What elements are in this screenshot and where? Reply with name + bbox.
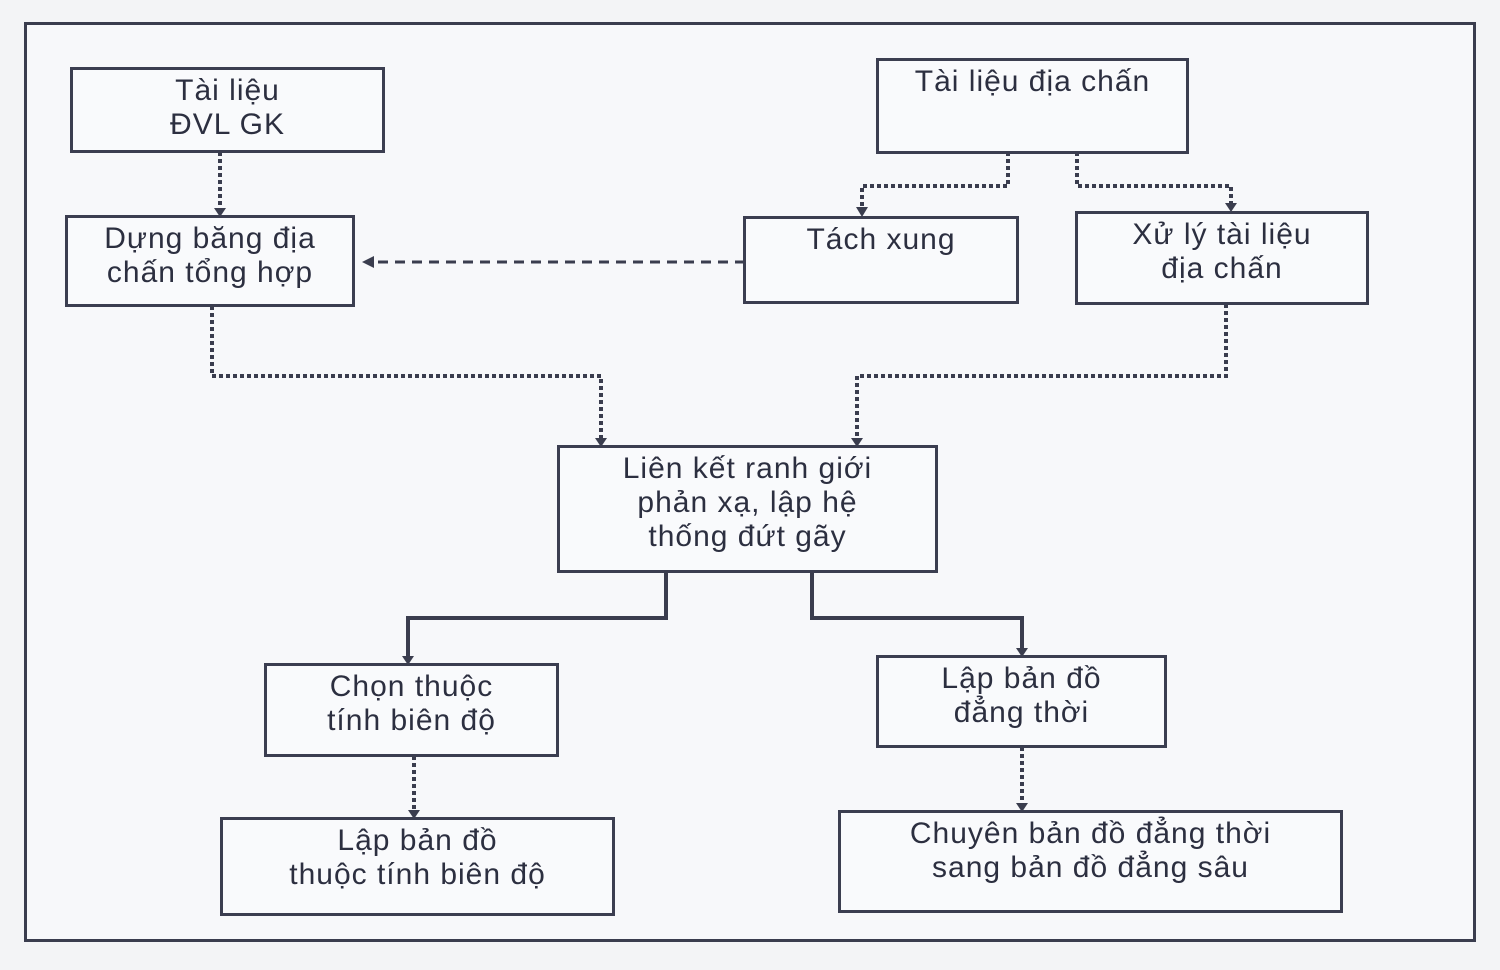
node-amplitude-map: Lập bản đồ thuộc tính biên độ	[220, 817, 615, 916]
node-text: đẳng thời	[953, 696, 1090, 729]
node-text: Liên kết ranh giới	[622, 452, 873, 485]
node-text: ĐVL GK	[170, 108, 285, 141]
node-text: Chọn thuộc	[329, 670, 494, 703]
node-text: Chuyên bản đồ đẳng thời	[909, 817, 1272, 850]
node-synthetic: Dựng băng địa chấn tổng hợp	[65, 215, 355, 307]
node-text: Tách xung	[806, 223, 956, 256]
node-text: địa chấn	[1161, 252, 1283, 285]
node-seismic: Tài liệu địa chấn	[876, 58, 1189, 154]
node-processing: Xử lý tài liệu địa chấn	[1075, 211, 1369, 305]
node-text: chấn tổng hợp	[106, 256, 314, 289]
node-text: thống đứt gãy	[648, 520, 847, 553]
node-isochron: Lập bản đồ đẳng thời	[876, 655, 1167, 748]
node-text: tính biên độ	[327, 704, 496, 737]
node-dvl: Tài liệu ĐVL GK	[70, 67, 385, 153]
node-amplitude-attr: Chọn thuộc tính biên độ	[264, 663, 559, 757]
node-text: phản xạ, lập hệ	[637, 486, 858, 519]
node-text: Xử lý tài liệu	[1132, 218, 1312, 251]
node-text: Lập bản đồ	[337, 824, 498, 857]
node-depth-convert: Chuyên bản đồ đẳng thời sang bản đồ đẳng…	[838, 810, 1343, 913]
node-pulse: Tách xung	[743, 216, 1019, 304]
node-text: Lập bản đồ	[941, 662, 1102, 695]
node-text: thuộc tính biên độ	[289, 858, 546, 891]
node-text: Tài liệu	[175, 74, 280, 107]
node-correlation: Liên kết ranh giới phản xạ, lập hệ thống…	[557, 445, 938, 573]
node-text: Dựng băng địa	[104, 222, 316, 255]
node-text: Tài liệu địa chấn	[914, 65, 1151, 98]
node-text: sang bản đồ đẳng sâu	[932, 851, 1249, 884]
